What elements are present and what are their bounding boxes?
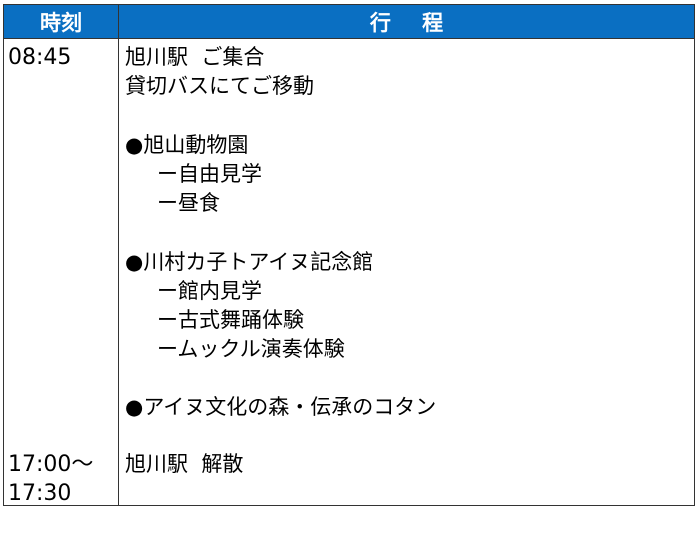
itinerary-line: 貸切バスにてご移動: [125, 74, 314, 98]
time-column: 08:45 17:00〜 17:30: [4, 38, 119, 508]
header-time-label: 時刻: [40, 10, 82, 35]
itinerary-block-meet: 旭川駅 ご集合 貸切バスにてご移動: [125, 43, 314, 101]
itinerary-subline: ームックル演奏体験: [157, 337, 345, 361]
itinerary-subline: ー自由見学: [157, 162, 262, 186]
itinerary-subline: ー館内見学: [157, 279, 262, 303]
time-text: 17:30: [8, 481, 72, 506]
itinerary-line: ●川村カ子トアイヌ記念館: [125, 250, 374, 274]
header-itinerary: 行 程: [119, 5, 694, 38]
itinerary-line: ●アイヌ文化の森・伝承のコタン: [125, 395, 437, 419]
itinerary-subline: ー昼食: [157, 191, 220, 215]
time-text: 08:45: [8, 45, 72, 70]
itinerary-line: ●旭山動物園: [125, 133, 249, 157]
itinerary-line: 旭川駅 ご集合: [125, 45, 265, 69]
itinerary-line: 旭川駅 解散: [125, 452, 244, 476]
itinerary-column: 旭川駅 ご集合 貸切バスにてご移動 ●旭山動物園 ー自由見学 ー昼食 ●川村カ子…: [119, 38, 694, 505]
itinerary-block-museum: ●川村カ子トアイヌ記念館 ー館内見学 ー古式舞踊体験 ームックル演奏体験: [125, 248, 373, 364]
time-cell-return: 17:00〜 17:30: [8, 450, 93, 508]
itinerary-block-dismiss: 旭川駅 解散: [125, 450, 243, 479]
itinerary-subline: ー古式舞踊体験: [157, 308, 304, 332]
itinerary-block-zoo: ●旭山動物園 ー自由見学 ー昼食: [125, 131, 262, 218]
header-itinerary-label: 行 程: [369, 10, 456, 35]
time-cell-departure: 08:45: [8, 43, 71, 72]
schedule-table: 時刻 行 程 08:45 17:00〜 17:30 旭川駅 ご集合 貸切バスにて…: [3, 4, 695, 506]
time-text: 17:00〜: [8, 452, 94, 477]
header-time: 時刻: [4, 5, 119, 38]
itinerary-block-kotan: ●アイヌ文化の森・伝承のコタン: [125, 393, 436, 422]
